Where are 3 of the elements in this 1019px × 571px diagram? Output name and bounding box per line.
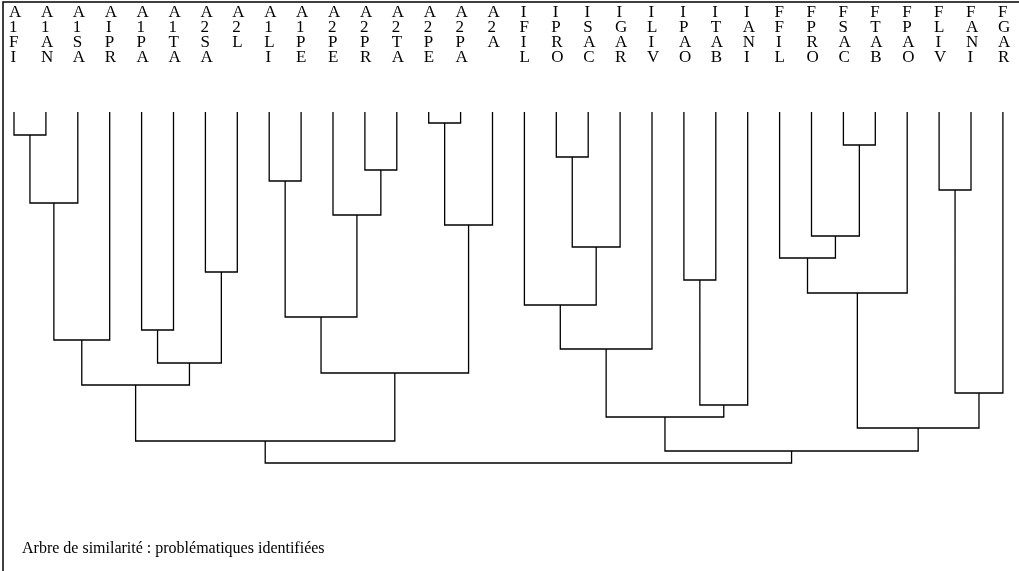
- leaf-label: FFIL: [774, 4, 784, 64]
- leaf-label: IFIL: [519, 4, 528, 64]
- caption: Arbre de similarité : problématiques identifiées: [22, 538, 325, 559]
